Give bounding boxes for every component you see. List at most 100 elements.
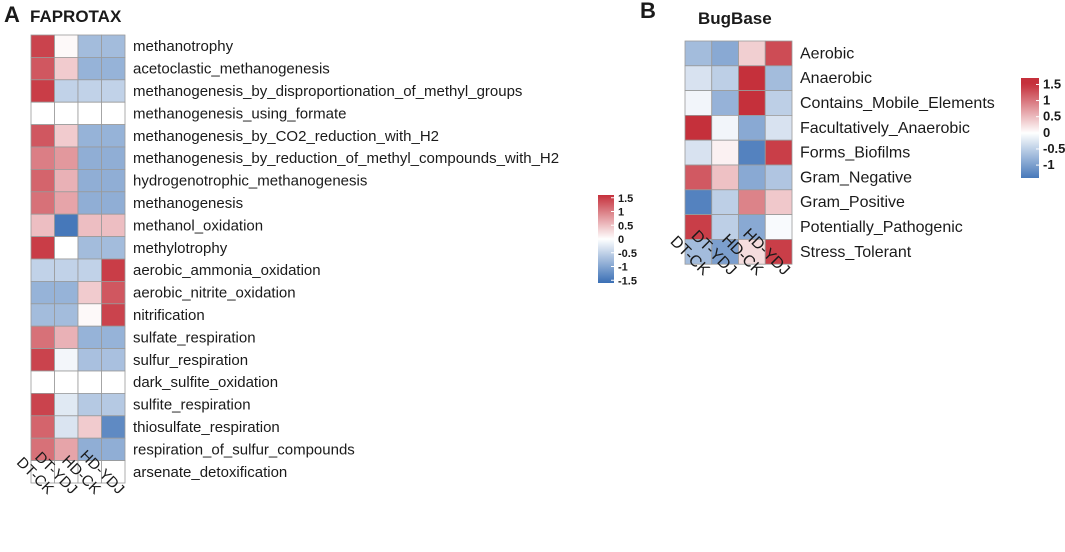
legend-tick-label: 0 [1043,125,1050,140]
heatmap-cell [30,415,55,439]
row-label: dark_sulfite_oxidation [133,374,278,391]
heatmap-cell [30,325,55,350]
heatmap-cell [711,115,739,141]
heatmap-cell [738,90,766,116]
panel-b-row-labels: AerobicAnaerobicContains_Mobile_Elements… [800,45,995,260]
heatmap-cell [30,236,55,260]
heatmap-cell [77,124,102,148]
legend-tick-label: 1.5 [1043,76,1061,91]
row-label: methanogenesis_using_formate [133,105,346,122]
heatmap-cell [684,214,713,240]
heatmap-cell [77,348,102,372]
panel-a: A FAPROTAX methanotrophyacetoclastic_met… [4,2,637,498]
heatmap-cell [764,40,793,67]
heatmap-cell [77,392,102,417]
heatmap-cell [30,101,55,125]
heatmap-cell [30,348,55,372]
heatmap-cell [77,34,102,58]
heatmap-cell [30,168,55,193]
heatmap-cell [30,258,55,282]
row-label: methanotrophy [133,38,234,55]
heatmap-cell [738,164,766,191]
heatmap-cell [77,213,102,237]
heatmap-cell [30,146,55,170]
row-label: sulfate_respiration [133,329,256,346]
heatmap-cell [77,191,102,215]
row-label: Forms_Biofilms [800,145,910,162]
row-label: methanogenesis_by_disproportionation_of_… [133,83,522,100]
row-label: aerobic_ammonia_oxidation [133,262,321,279]
heatmap-cell [738,214,766,240]
heatmap-cell [77,325,102,350]
heatmap-cell [101,370,126,394]
row-label: methanogenesis_by_reduction_of_methyl_co… [133,150,559,167]
heatmap-cell [738,65,766,92]
row-label: acetoclastic_methanogenesis [133,61,330,78]
heatmap-cell [711,40,739,67]
legend-tick-label: -0.5 [618,248,637,260]
heatmap-cell [101,101,126,125]
heatmap-cell [77,415,102,439]
legend-tick-label: 0 [618,234,624,246]
row-label: Gram_Negative [800,169,912,186]
heatmap-cell [684,115,713,141]
row-label: respiration_of_sulfur_compounds [133,441,355,458]
heatmap-cell [77,168,102,193]
heatmap-cell [684,164,713,191]
panel-a-heatmap-cells [30,34,126,484]
heatmap-cell [101,415,126,439]
heatmap-cell [764,214,793,240]
row-label: Facultatively_Anaerobic [800,120,970,137]
heatmap-cell [711,90,739,116]
heatmap-cell [101,236,126,260]
heatmap-cell [738,139,766,166]
row-label: sulfur_respiration [133,352,248,369]
heatmap-cell [101,280,126,305]
heatmap-cell [30,303,55,327]
heatmap-cell [711,139,739,166]
heatmap-cell [54,303,79,327]
heatmap-cell [30,79,55,103]
heatmap-cell [54,191,79,215]
heatmap-cell [54,101,79,125]
heatmap-cell [54,258,79,282]
legend-tick-label: -1 [618,262,628,274]
heatmap-cell [54,124,79,148]
row-label: methanogenesis_by_CO2_reduction_with_H2 [133,128,439,145]
heatmap-cell [54,415,79,439]
heatmap-cell [77,79,102,103]
heatmap-cell [711,65,739,92]
heatmap-cell [711,189,739,216]
row-label: methylotrophy [133,240,228,257]
row-label: Gram_Positive [800,194,905,211]
row-label: sulfite_respiration [133,397,251,414]
legend-tick-label: -1.5 [618,275,637,287]
heatmap-cell [101,258,126,282]
legend-color-bar [1021,78,1039,178]
heatmap-cell [54,370,79,394]
panel-a-row-labels: methanotrophy acetoclastic_methanogenesis… [133,38,559,481]
heatmap-cell [54,146,79,170]
heatmap-cell [101,303,126,327]
heatmap-cell [54,57,79,81]
heatmap-cell [684,40,713,67]
row-label: methanol_oxidation [133,217,263,234]
heatmap-cell [684,65,713,92]
legend-tick-label: 1 [618,207,624,219]
heatmap-cell [30,280,55,305]
heatmap-cell [711,238,739,265]
legend-tick-label: 1.5 [618,193,633,205]
heatmap-cell [738,40,766,67]
heatmap-cell [77,370,102,394]
panel-b-color-legend: 1.510.50-0.5-1 [1021,76,1065,178]
heatmap-cell [764,65,793,92]
row-label: Potentially_Pathogenic [800,219,963,236]
legend-tick-label: 0.5 [1043,109,1061,124]
heatmap-cell [54,280,79,305]
heatmap-cell [30,370,55,394]
panel-b-letter: B [640,0,656,23]
legend-tick-label: -1 [1043,157,1055,172]
heatmap-cell [54,34,79,58]
heatmap-cell [54,213,79,237]
heatmap-cell [54,79,79,103]
